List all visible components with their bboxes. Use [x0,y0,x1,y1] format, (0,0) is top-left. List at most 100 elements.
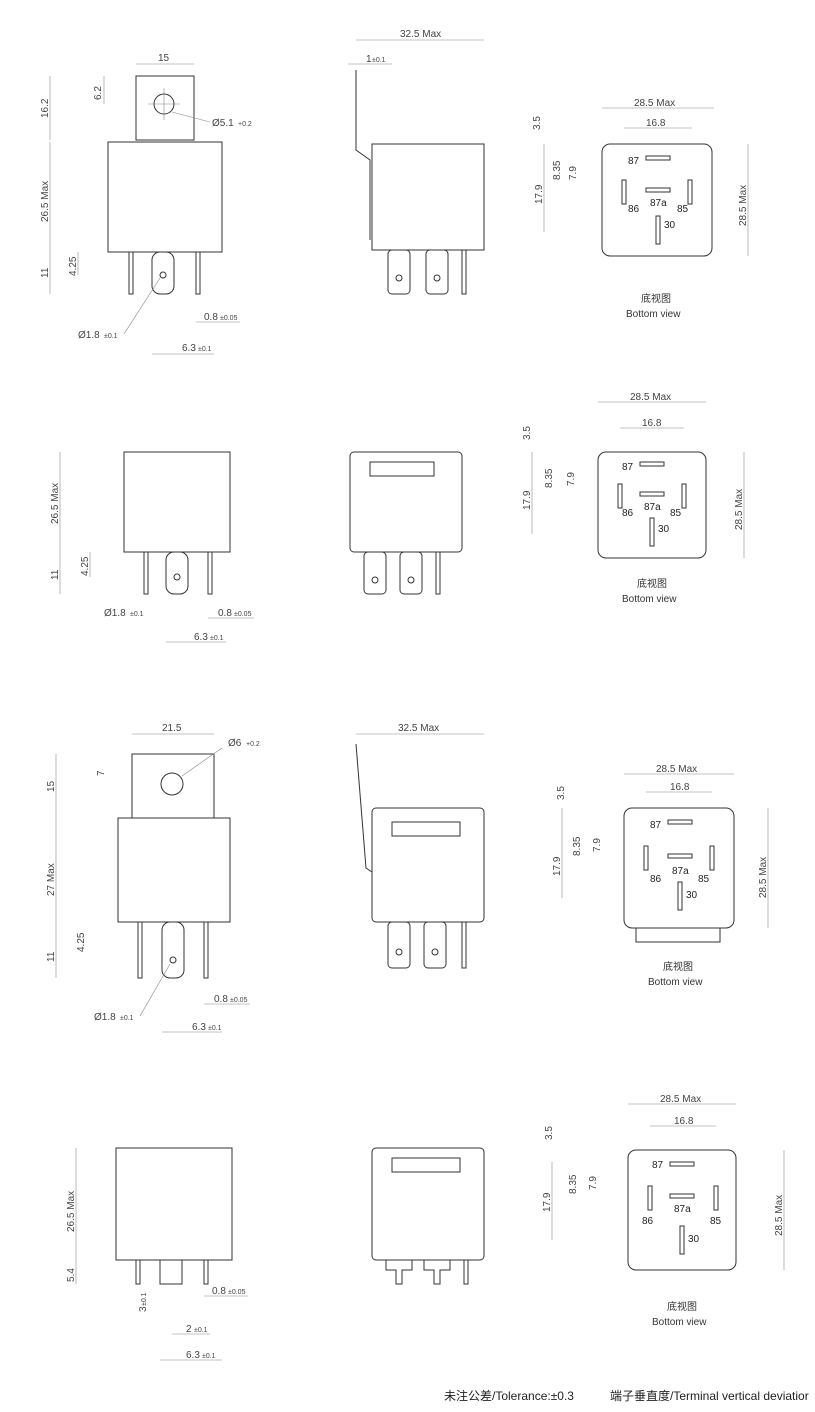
dim-top-offset: 3.5 [556,786,567,800]
dim-pin-length: 11 [46,951,57,962]
dim-bottom-height: 28.5 Max [734,489,745,530]
dim-pin-span: 16.8 [646,118,666,129]
drawing-1: 15 16.2 6.2 Ø5.1 +0.2 26.5 Max 11 4.25 Ø… [40,29,749,355]
dim-d1: 8.35 [544,468,555,488]
dim-tab-thk: 1 [366,54,372,65]
pin-85-label: 85 [677,204,689,215]
dim-d3: 17.9 [542,1192,553,1212]
pin [385,1260,413,1285]
dim-d1: 8.35 [568,1174,579,1194]
caption-en: Bottom view [652,1317,707,1328]
dim-top-offset: 3.5 [544,1126,555,1140]
pin [207,551,213,595]
pin [425,249,449,295]
bottom-view-3: 87 87a 86 85 30 28.5 Max 16.8 3.5 8.35 7… [552,764,769,988]
pin-86-label: 86 [642,1216,654,1227]
bottom-body [597,451,707,559]
dim-pin-offset: 4.25 [80,556,91,576]
dim-pin-dia-tol: ±0.1 [130,611,144,618]
dim-pin-pitch-tol: ±0.1 [202,1353,216,1360]
bottom-skirt [635,927,721,943]
dim-pin-dia: Ø1.8 [78,330,100,341]
dim-top-offset: 3.5 [522,426,533,440]
pin [161,921,185,979]
pin-87a-label: 87a [650,198,667,209]
dim-pin-thk: 0.8 [214,994,228,1005]
drawing-2: 26.5 Max 11 4.25 Ø1.8 ±0.1 0.8 ±0.05 6.3… [50,392,745,643]
side-tab [355,70,371,240]
tolerance-note: 未注公差/Tolerance:±0.3 [444,1388,574,1403]
pin-87-label: 87 [650,820,662,831]
dim-bottom-height: 28.5 Max [774,1195,785,1236]
dim-pin-offset: 4.25 [68,256,79,276]
dim-pin-pitch: 6.3 [192,1022,206,1033]
dim-hole-dia: Ø6 [228,738,242,749]
dim-pin-length: 5.4 [66,1268,77,1282]
bottom-body [627,1149,737,1271]
dim-pin-thk: 0.8 [212,1286,226,1297]
pin-30-label: 30 [658,524,670,535]
pin-87a-mark [639,491,665,497]
pin-30-label: 30 [688,1234,700,1245]
dim-pin-pitch-tol: ±0.1 [198,346,212,353]
pin-30-label: 30 [686,890,698,901]
bottom-view-2: 87 87a 86 85 30 28.5 Max 16.8 3.5 8.35 7… [522,392,745,605]
pin-87a-mark [645,187,671,193]
pin-87-mark [639,461,665,467]
pin [137,921,143,979]
pin-87a-label: 87a [674,1204,691,1215]
dim-bottom-width: 28.5 Max [656,764,697,775]
caption-en: Bottom view [626,309,681,320]
dim-d3: 17.9 [534,184,545,204]
dim-hole-tol: +0.2 [238,121,252,128]
mounting-tab [131,753,215,819]
caption-en: Bottom view [622,594,677,605]
dim-bottom-width: 28.5 Max [660,1094,701,1105]
pin [435,551,441,595]
dim-pin-thk: 0.8 [204,312,218,323]
mounting-tab [135,75,195,141]
pin [387,249,411,295]
pin-30-mark [655,215,661,245]
pin-87a-label: 87a [644,502,661,513]
pin-86-label: 86 [628,204,640,215]
pin-87-mark [667,819,693,825]
dim-tab-height: 16.2 [40,98,51,118]
pin [423,921,447,969]
dim-pin-span: 16.8 [642,418,662,429]
dim-pin-width: 3 [138,1306,149,1312]
pin-86-mark [643,845,649,871]
pin-85-mark [687,179,693,205]
pin-86-label: 86 [650,874,662,885]
dim-d2: 7.9 [588,1176,599,1190]
front-view-3: 21.5 Ø6 +0.2 7 15 27 Max 11 4.25 Ø1.8 ±0… [46,723,260,1033]
dim-tab-height: 15 [46,780,57,792]
dim-pin-pitch: 6.3 [186,1350,200,1361]
dim-top-offset: 3.5 [532,116,543,130]
dim-pin-dia: Ø1.8 [94,1012,116,1023]
dim-pin-gap: 2 [186,1324,192,1335]
mounting-hole [160,772,184,796]
dim-d1: 8.35 [552,160,563,180]
dim-pin-pitch-tol: ±0.1 [208,1025,222,1032]
dim-pin-width-tol: ±0.1 [141,1292,148,1306]
pin-86-mark [621,179,627,205]
pin-87-label: 87 [652,1160,664,1171]
dim-d2: 7.9 [566,472,577,486]
dim-hole-tol: +0.2 [246,741,260,748]
pin [135,1259,141,1285]
pin-85-mark [709,845,715,871]
dim-bottom-height: 28.5 Max [758,857,769,898]
front-view-1: 15 16.2 6.2 Ø5.1 +0.2 26.5 Max 11 4.25 Ø… [40,53,252,355]
pin-85-mark [681,483,687,509]
dim-bottom-height: 28.5 Max [738,185,749,226]
bottom-body [601,143,713,257]
dim-pin-thk-tol: ±0.05 [230,997,248,1004]
label-plate [391,1157,461,1173]
pin [399,551,423,595]
dim-pin-dia-tol: ±0.1 [104,333,118,340]
dim-pin-thk-tol: ±0.05 [228,1289,246,1296]
dim-pin-dia: Ø1.8 [104,608,126,619]
dim-pin-dia-tol: ±0.1 [120,1015,134,1022]
caption-zh: 底视图 [667,1300,697,1313]
